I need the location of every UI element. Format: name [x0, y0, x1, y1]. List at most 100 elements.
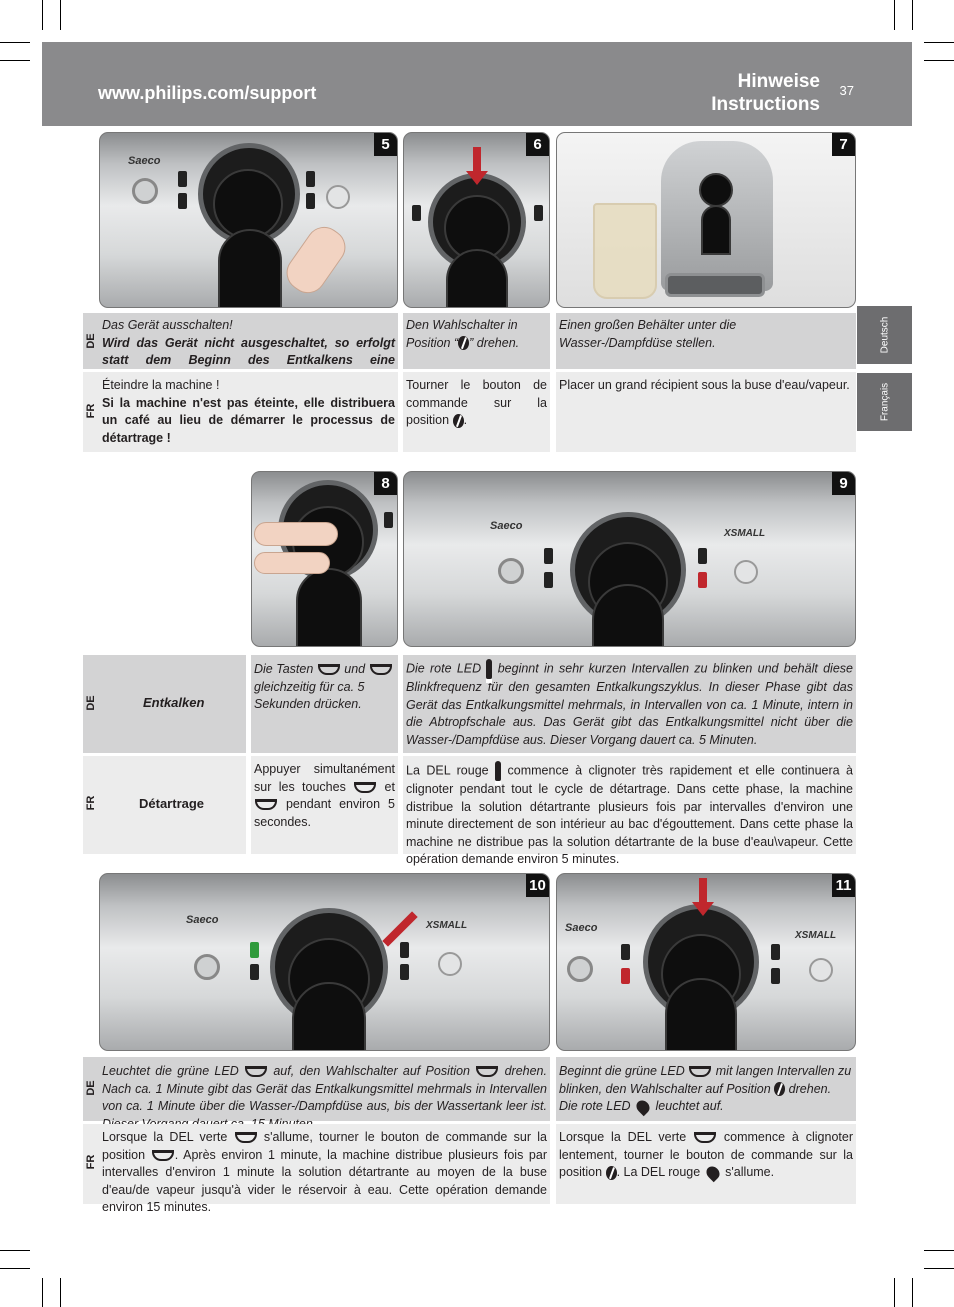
step-badge: 5 — [374, 133, 397, 156]
photo-step-8: 8 — [251, 471, 398, 647]
crop-mark — [924, 1250, 954, 1251]
exclamation-led-icon — [486, 659, 493, 683]
brand-logo: Saeco — [565, 922, 598, 934]
cup-icon — [245, 1066, 268, 1078]
side-tab-deutsch[interactable]: Deutsch — [857, 306, 912, 364]
led-indicator — [250, 964, 259, 980]
crop-mark — [42, 0, 43, 30]
led-indicator — [306, 171, 315, 187]
side-tab-francais-label: Français — [879, 382, 890, 422]
crop-mark — [60, 1278, 61, 1307]
drip-tray — [665, 273, 765, 297]
steam-nozzle-icon — [567, 956, 593, 982]
led-indicator — [621, 944, 630, 960]
step6-fr-text: Tourner le bouton de commande sur la pos… — [403, 372, 550, 452]
lang-label-de: DE — [85, 1080, 97, 1096]
step-badge: 9 — [832, 472, 855, 495]
step11-fr-c: . La DEL rouge — [616, 1165, 701, 1179]
crop-mark — [894, 1278, 895, 1307]
led-indicator — [400, 942, 409, 958]
step-badge: 10 — [526, 874, 549, 897]
model-label: XSMALL — [795, 930, 837, 941]
selector-knob — [213, 169, 283, 239]
step11-de-b: mit langen Intervallen zu blinken, den W… — [559, 1064, 852, 1096]
selector-knob-lower — [446, 249, 508, 307]
selector-knob-lower — [592, 584, 664, 646]
power-icon — [326, 185, 350, 209]
side-tab-deutsch-label: Deutsch — [879, 316, 890, 354]
step5-de-line1: Das Gerät ausschalten! — [102, 318, 233, 332]
step-badge: 7 — [832, 133, 855, 156]
crop-mark — [924, 42, 954, 43]
pointing-hand — [279, 219, 353, 301]
lang-cell-fr — [83, 372, 99, 452]
crop-mark — [912, 0, 913, 30]
led-indicator — [178, 193, 187, 209]
led-indicator — [178, 171, 187, 187]
lang-label-fr: FR — [85, 403, 97, 419]
section-title-fr: Détartrage — [139, 796, 205, 811]
crop-mark — [912, 1278, 913, 1307]
red-arrow-icon — [473, 147, 481, 173]
photo-step-6: 6 — [403, 132, 550, 308]
selector-knob-lower — [701, 205, 731, 255]
step8-de-text: Die Tasten und gleichzeitig für ca. 5 Se… — [251, 655, 398, 753]
step10-fr-a: Lorsque la DEL verte — [102, 1130, 228, 1144]
step10-fr-text: Lorsque la DEL verte s'allume, tourner l… — [99, 1124, 550, 1214]
steam-cup-icon — [151, 1149, 174, 1161]
lang-cell-fr — [83, 756, 246, 854]
step5-de-warning: Wird das Gerät nicht ausgeschaltet, so e… — [102, 335, 395, 385]
step7-fr-text: Placer un grand récipient sous la buse d… — [556, 372, 856, 452]
double-cup-icon — [369, 664, 392, 676]
red-led-icon — [621, 968, 630, 984]
header-title-fr: Instructions — [711, 94, 820, 115]
power-icon — [438, 952, 462, 976]
lang-cell-de — [83, 1057, 99, 1121]
crop-mark — [894, 0, 895, 30]
pressing-fingers — [254, 522, 338, 546]
step6-de-a: Den Wahlschalter in Position “ — [406, 318, 518, 350]
steam-nozzle-icon — [132, 178, 158, 204]
coffee-bean-icon — [605, 1165, 617, 1180]
pressing-fingers — [254, 552, 330, 574]
model-label: XSMALL — [426, 920, 468, 931]
crop-mark — [0, 60, 30, 61]
steam-cup-icon — [476, 1066, 499, 1078]
step7-fr: Placer un grand récipient sous la buse d… — [559, 378, 850, 392]
step8-de-c: gleichzeitig für ca. 5 Sekunden drücken. — [254, 679, 365, 712]
red-arrow-head — [466, 171, 488, 185]
step8-de-b: und — [344, 662, 366, 676]
selector-knob-lower — [292, 982, 366, 1050]
led-indicator — [400, 964, 409, 980]
side-tab-francais[interactable]: Français — [857, 373, 912, 431]
step10-de-b: auf, den Wahlschalter auf Position — [273, 1064, 471, 1078]
red-arrow-icon — [699, 878, 707, 904]
header-title-de: Hinweise — [737, 71, 820, 92]
brand-logo: Saeco — [490, 520, 523, 532]
step11-de-text: Beginnt die grüne LED mit langen Interva… — [556, 1057, 856, 1121]
support-url[interactable]: www.philips.com/support — [98, 83, 317, 103]
photo-step-10: Saeco XSMALL 10 — [99, 873, 550, 1051]
steam-nozzle-icon — [498, 558, 524, 584]
crop-mark — [60, 0, 61, 30]
lang-label-de: DE — [85, 695, 97, 711]
selector-knob-lower — [218, 229, 282, 307]
step5-fr-warning: Si la machine n'est pas éteinte, elle di… — [102, 395, 395, 445]
cup-icon — [234, 1132, 257, 1144]
crop-mark — [42, 1278, 43, 1307]
step-badge: 8 — [374, 472, 397, 495]
step-badge: 11 — [832, 874, 855, 897]
crop-mark — [924, 1268, 954, 1269]
crop-mark — [924, 60, 954, 61]
coffee-bean-icon — [452, 413, 464, 428]
step5-de-text: Das Gerät ausschalten! Wird das Gerät ni… — [99, 313, 398, 385]
model-label: XSMALL — [724, 528, 766, 539]
coffee-bean-icon — [774, 1082, 786, 1097]
step6-fr-a: Tourner le bouton de commande sur la pos… — [406, 378, 547, 427]
step6-de-b: ” drehen. — [469, 335, 520, 350]
step8-fr-a: Appuyer simultanément sur les touches — [254, 762, 395, 794]
photo-step-7: 7 — [556, 132, 856, 308]
power-icon — [809, 958, 833, 982]
cup-icon — [354, 781, 377, 793]
step5-fr-text: Éteindre la machine ! Si la machine n'es… — [99, 372, 398, 452]
